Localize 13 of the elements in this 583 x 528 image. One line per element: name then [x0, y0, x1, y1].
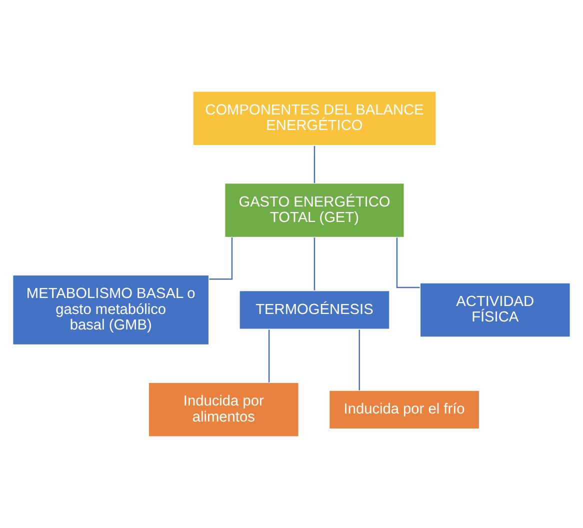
- node-box: GASTO ENERGÉTICO TOTAL (GET): [224, 182, 405, 238]
- node-box: METABOLISMO BASAL o gasto metabólico basal (GMB): [12, 274, 210, 346]
- node-box: Inducida por alimentos: [148, 382, 300, 438]
- connector: [396, 238, 420, 288]
- connector: [209, 237, 233, 280]
- connector: [358, 330, 360, 390]
- node-box: TERMOGÉNESIS: [238, 290, 390, 330]
- connector: [314, 146, 316, 183]
- node-box: COMPONENTES DEL BALANCE ENERGÉTICO: [192, 90, 437, 146]
- connector: [268, 330, 270, 382]
- node-box: Inducida por el frío: [328, 390, 480, 430]
- node-box: ACTIVIDAD FÍSICA: [419, 282, 571, 338]
- connector: [314, 237, 316, 290]
